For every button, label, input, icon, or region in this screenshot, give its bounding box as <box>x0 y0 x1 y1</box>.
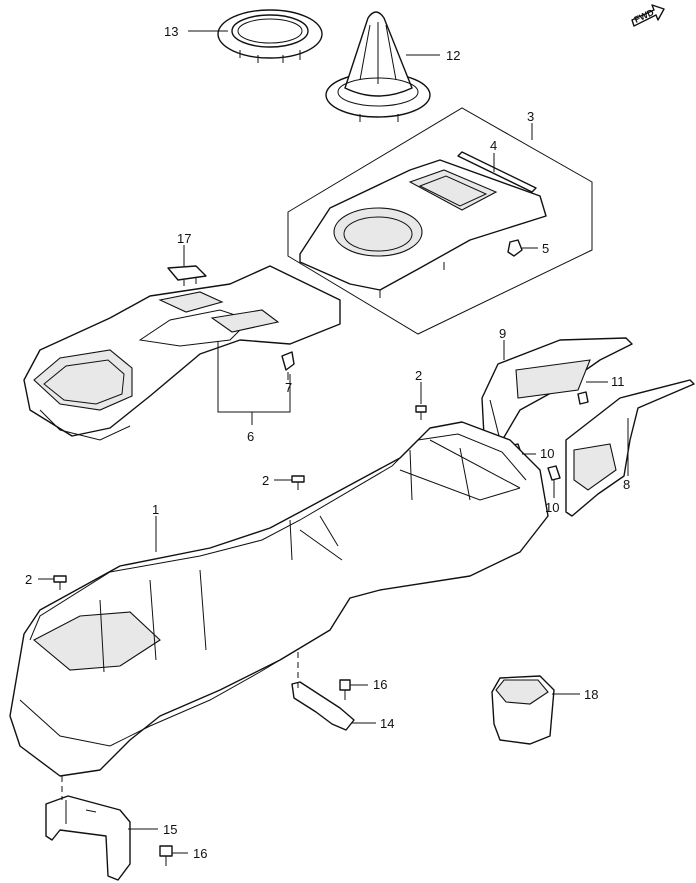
part-6-console-lid <box>23 265 341 441</box>
callout-5: 5 <box>542 241 549 256</box>
part-4-trim-strip <box>457 151 537 193</box>
callout-16-lower: 16 <box>193 846 207 861</box>
callout-13: 13 <box>164 24 178 39</box>
callout-9: 9 <box>499 326 506 341</box>
callout-11: 11 <box>611 374 625 389</box>
part-7-clip <box>281 351 295 371</box>
part-8-side-panel <box>565 379 695 517</box>
part-18-cup-insert <box>491 675 555 745</box>
callout-6-bracket <box>217 342 291 413</box>
part-3-shift-panel <box>299 159 547 298</box>
callout-17: 17 <box>177 231 191 246</box>
fwd-label: FWD <box>633 7 656 25</box>
callout-1: 1 <box>152 502 159 517</box>
assembly-3-boundary <box>287 107 593 335</box>
part-13-ring-bezel <box>217 9 323 63</box>
part-2-screw-middle <box>291 475 305 490</box>
forward-direction-arrow: FWD <box>631 4 665 27</box>
callout-12: 12 <box>446 48 460 63</box>
part-14-bracket <box>291 681 355 731</box>
callout-7: 7 <box>285 380 292 395</box>
callout-14: 14 <box>380 716 394 731</box>
callout-3: 3 <box>527 109 534 124</box>
part-15-mount-bracket <box>45 795 131 881</box>
part-1-console-body <box>9 421 549 777</box>
part-5-clip <box>507 239 523 257</box>
callout-8: 8 <box>623 477 630 492</box>
callout-15: 15 <box>163 822 177 837</box>
callout-2-middle: 2 <box>262 473 269 488</box>
callout-16-upper: 16 <box>373 677 387 692</box>
part-10-clip-lower <box>547 465 561 481</box>
part-2-screw-upper <box>415 405 427 420</box>
part-11-clip <box>577 391 589 405</box>
part-12-shift-boot <box>325 11 431 122</box>
callout-4: 4 <box>490 138 497 153</box>
callout-10-lower: 10 <box>545 500 559 515</box>
part-2-screw-left <box>53 575 67 590</box>
leader-lines <box>38 30 629 854</box>
part-16-bolt-upper <box>339 679 351 700</box>
part-17-cover <box>167 265 207 286</box>
callout-18: 18 <box>584 687 598 702</box>
callout-2-upper: 2 <box>415 368 422 383</box>
callout-10-upper: 10 <box>540 446 554 461</box>
part-16-bolt-lower <box>159 845 173 866</box>
callout-2-left: 2 <box>25 572 32 587</box>
callout-6: 6 <box>247 429 254 444</box>
